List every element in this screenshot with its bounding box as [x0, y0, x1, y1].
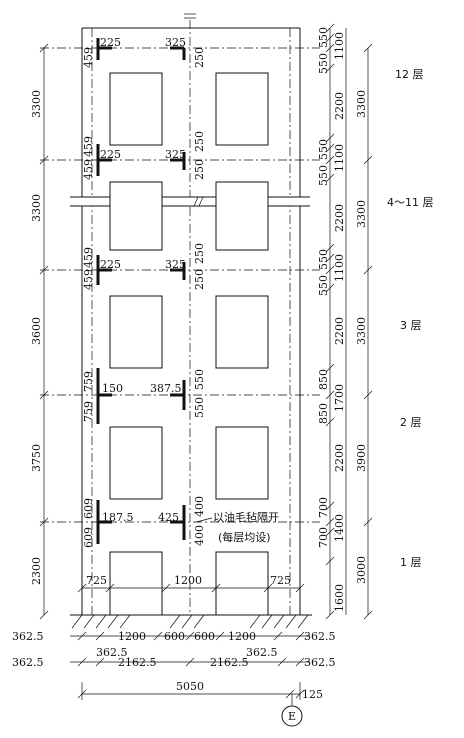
- bottom-row1-5: 1200: [228, 630, 256, 643]
- label-r2-v-a: 550: [193, 369, 206, 390]
- bottom-row2-6: 362.5: [304, 656, 336, 669]
- floor-label-3: 3 层: [400, 319, 422, 332]
- label-r3-right: 325: [165, 258, 186, 271]
- label-r2-v-b: 550: [193, 397, 206, 418]
- label-r11-left: 225: [100, 148, 121, 161]
- right-inner-dim-7: 1100: [333, 144, 346, 172]
- note-line-2: (每层均设): [218, 530, 271, 544]
- wall-outline: [81, 13, 301, 615]
- ground-dim-middle: 1200: [174, 574, 202, 587]
- right-inner-dim-4: 2200: [333, 92, 346, 120]
- right-inner-dim-13: 850: [317, 369, 330, 390]
- label-r2-left: 150: [102, 382, 123, 395]
- right-inner-dim-18: 700: [317, 527, 330, 548]
- left-dim-1: 3300: [30, 90, 43, 118]
- bottom-row1-1: 362.5: [12, 630, 44, 643]
- bottom-row2-5: 362.5: [246, 646, 278, 659]
- label-r3-left: 225: [100, 258, 121, 271]
- floor-label-1: 1 层: [400, 556, 422, 569]
- left-dimension-chain: 3300 3300 3600 3750 2300: [30, 43, 49, 620]
- ground-floor-dims: 725 1200 725: [77, 574, 305, 593]
- right-outer-dim-2: 3300: [355, 200, 368, 228]
- label-r1-v-top: 609: [82, 498, 95, 519]
- bottom-row2-3: 2162.5: [118, 656, 157, 669]
- axis-label: E: [288, 710, 296, 723]
- axis-offset: 125: [302, 688, 323, 701]
- left-dim-3: 3600: [30, 317, 43, 345]
- bottom-total: 5050: [176, 680, 204, 693]
- label-r2-v-bot: 759: [82, 401, 95, 422]
- right-inner-dim-14: 1700: [333, 384, 346, 412]
- axis-bubble: E: [281, 694, 303, 727]
- right-inner-dim-11: 1100: [333, 254, 346, 282]
- right-inner-dim-17: 700: [317, 497, 330, 518]
- right-inner-dim-8: 2200: [333, 204, 346, 232]
- label-r1-v-b: 400: [193, 525, 206, 546]
- right-inner-dim-12: 2200: [333, 317, 346, 345]
- bottom-row1-2: 1200: [118, 630, 146, 643]
- bottom-row2-4: 2162.5: [210, 656, 249, 669]
- right-inner-dim-16: 2200: [333, 444, 346, 472]
- label-r2-v-top: 759: [82, 371, 95, 392]
- label-r1-left: 187.5: [102, 511, 134, 524]
- bottom-row1-6: 362.5: [304, 630, 336, 643]
- label-r12-v-top: 459: [82, 47, 95, 68]
- right-inner-dim-3: 1100: [333, 32, 346, 60]
- right-inner-dim-6: 550: [317, 165, 330, 186]
- floor-label-2: 2 层: [400, 416, 422, 429]
- left-dim-2: 3300: [30, 194, 43, 222]
- bottom-row2-1: 362.5: [12, 656, 44, 669]
- label-r12-left: 225: [100, 36, 121, 49]
- label-r11-v-a: 250: [193, 131, 206, 152]
- ground-hatch: [71, 614, 309, 629]
- label-r3-v-bot: 459: [82, 269, 95, 290]
- bottom-row1-3: 600: [164, 630, 185, 643]
- right-outer-dim-5: 3000: [355, 556, 368, 584]
- windows: [109, 72, 269, 616]
- label-r12-v-mid: 250: [193, 47, 206, 68]
- ground-dim-right: 725: [270, 574, 291, 587]
- right-inner-dim-10: 550: [317, 275, 330, 296]
- right-inner-dim-5: 550: [317, 139, 330, 160]
- bottom-dimensions: 362.5 1200 600 600 1200 362.5 362.5 362.…: [12, 630, 336, 701]
- label-r11-v-bot: 459: [82, 159, 95, 180]
- right-inner-dim-20: 1600: [333, 584, 346, 612]
- ground-dim-left: 725: [86, 574, 107, 587]
- note: 以油毛毡隔开 (每层均设): [195, 510, 279, 544]
- beam-marks: [96, 38, 186, 544]
- right-inner-dim-15: 850: [317, 403, 330, 424]
- left-dim-5: 2300: [30, 557, 43, 585]
- right-inner-dim-9: 550: [317, 249, 330, 270]
- label-r11-v-b: 250: [193, 159, 206, 180]
- label-r2-right: 387.5: [150, 382, 182, 395]
- break-band: [70, 196, 310, 207]
- floor-labels: 12 层 4～11 层 3 层 2 层 1 层: [387, 68, 434, 569]
- bottom-row2-2: 362.5: [96, 646, 128, 659]
- right-dimension-chains: 550 550 1100 2200 550 550 1100 2200 550 …: [317, 23, 373, 620]
- label-r3-v-a: 250: [193, 243, 206, 264]
- label-r11-v-top: 459: [82, 136, 95, 157]
- note-line-1: 以油毛毡隔开: [213, 510, 279, 524]
- left-dim-4: 3750: [30, 444, 43, 472]
- label-r1-v-a: 400: [193, 496, 206, 517]
- axis-circle: [281, 705, 303, 727]
- label-r1-v-bot: 609: [82, 527, 95, 548]
- label-r3-v-top: 459: [82, 247, 95, 268]
- right-outer-dim-3: 3300: [355, 317, 368, 345]
- right-outer-dim-1: 3300: [355, 90, 368, 118]
- bottom-row1-4: 600: [194, 630, 215, 643]
- floor-label-4-11: 4～11 层: [387, 196, 434, 209]
- beam-labels: 459 225 325 250 459 459 225 325 250 250 …: [82, 36, 206, 548]
- right-inner-dim-19: 1400: [333, 514, 346, 542]
- right-inner-dim-2: 550: [317, 53, 330, 74]
- right-outer-dim-4: 3900: [355, 444, 368, 472]
- label-r11-right: 325: [165, 148, 186, 161]
- label-r12-right: 325: [165, 36, 186, 49]
- label-r3-v-b: 250: [193, 269, 206, 290]
- right-inner-dim-1: 550: [317, 27, 330, 48]
- floor-label-12: 12 层: [395, 68, 424, 81]
- label-r1-right: 425: [158, 511, 179, 524]
